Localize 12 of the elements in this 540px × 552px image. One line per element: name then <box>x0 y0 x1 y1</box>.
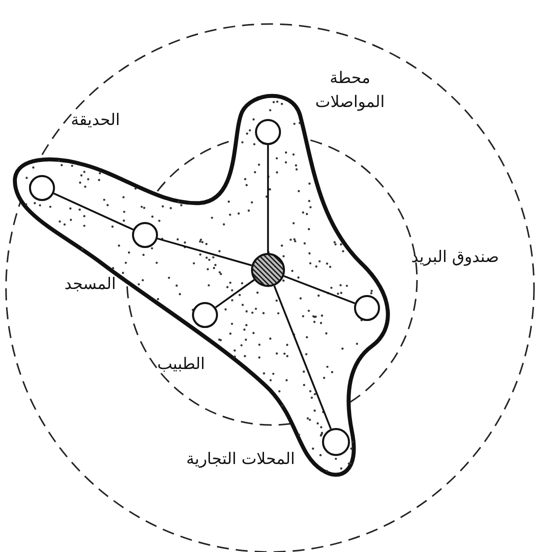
connector-line <box>267 145 269 253</box>
connector-line <box>284 275 356 304</box>
place-label: صندوق البريد <box>410 246 500 268</box>
connector-line <box>215 279 255 308</box>
connector-line <box>273 285 332 430</box>
place-label: محطة المواصلات <box>314 67 386 113</box>
connector-line <box>157 238 252 266</box>
place-label: المحلات التجارية <box>185 448 295 470</box>
place-label: المسجد <box>63 273 116 295</box>
connector-line <box>53 192 134 230</box>
place-label: الطبيب <box>156 353 205 375</box>
place-label: الحديقة <box>70 109 120 131</box>
